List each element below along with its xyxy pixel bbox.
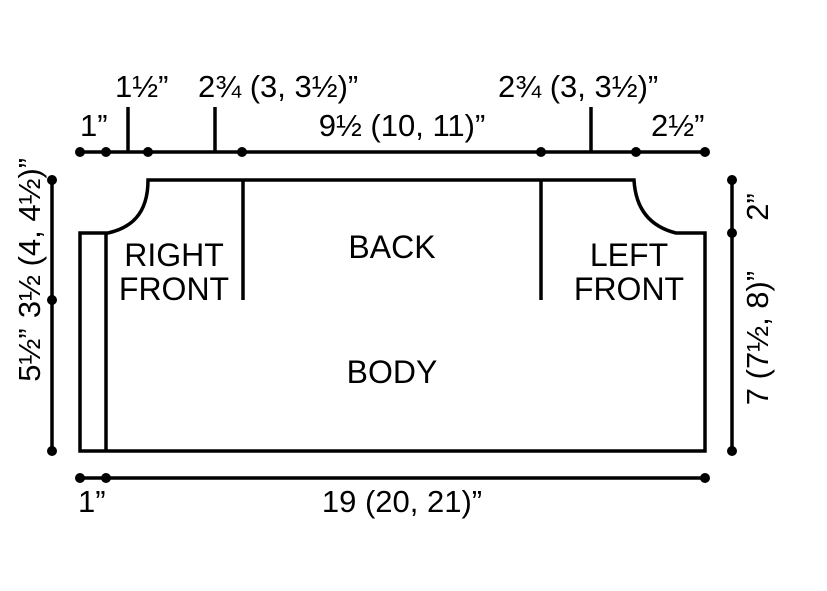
upper-length-label: 3½ (4, 4½)”: [12, 158, 47, 318]
left-front-label-line-1: LEFT: [590, 237, 668, 273]
top-dimension-line: [75, 107, 710, 157]
right-shoulder-label: 2¾ (3, 3½)”: [498, 69, 658, 104]
garment-outline: [78, 178, 707, 453]
body-label: BODY: [347, 354, 438, 390]
back-label: BACK: [348, 229, 435, 265]
bottom-dimension-line: [75, 473, 710, 483]
body-length-label: 7 (7½, 8)”: [740, 271, 775, 405]
right-edge-label: 2½”: [651, 108, 704, 143]
left-front-label-line-2: FRONT: [574, 271, 684, 307]
lower-length-label: 5½”: [12, 328, 47, 381]
bottom-band-label: 1”: [78, 484, 106, 519]
top-edge-label: 1”: [80, 108, 108, 143]
back-neck-label: 9½ (10, 11)”: [319, 108, 486, 143]
body-width-label: 19 (20, 21)”: [322, 484, 482, 519]
right-dimension-line: [727, 175, 737, 456]
neck-band-label: 1½”: [115, 69, 168, 104]
neck-drop-label: 2”: [740, 193, 775, 221]
right-front-label-line-1: RIGHT: [124, 237, 224, 273]
right-front-label-line-2: FRONT: [119, 271, 229, 307]
left-shoulder-label: 2¾ (3, 3½)”: [198, 69, 358, 104]
left-dimension-line: [47, 175, 57, 456]
